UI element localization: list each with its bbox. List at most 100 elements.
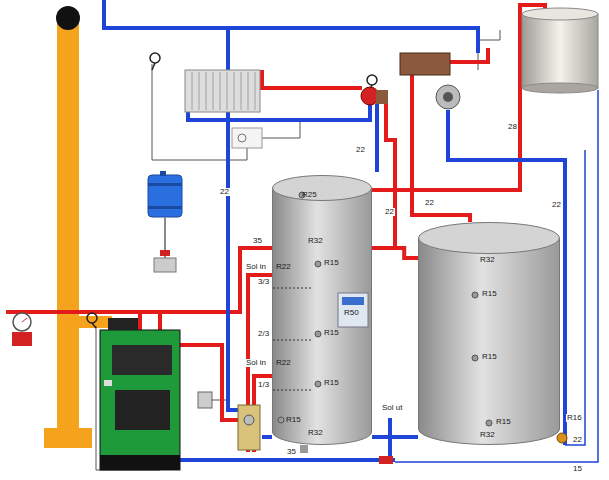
return-pipes — [180, 458, 395, 462]
supply-pipes — [6, 248, 272, 312]
room-thermostat — [232, 128, 262, 148]
storage-vessel — [522, 14, 598, 88]
valves — [557, 433, 567, 443]
sensor-label: R15 — [482, 353, 497, 361]
return-pipes — [262, 435, 272, 439]
loading-unit — [244, 415, 254, 425]
sensor-label: R50 — [344, 309, 359, 317]
boiler — [115, 390, 170, 430]
supply-pipes — [158, 312, 162, 330]
sensor-label: R32 — [480, 431, 495, 439]
pipe-label: 35 — [252, 237, 263, 245]
sensor-label: R15 — [482, 290, 497, 298]
expansion-vessel — [160, 250, 170, 256]
storage-tank: R25R32R22R15R50R15R22R15R15R32 — [272, 175, 372, 445]
sensor-socket — [315, 261, 321, 267]
storage-vessel — [522, 8, 598, 20]
sensor-label: R15 — [496, 418, 511, 426]
pipe-label: 3/3 — [257, 278, 270, 286]
sensor-socket — [486, 420, 492, 426]
loading-unit — [198, 392, 212, 408]
level-marker — [273, 390, 312, 391]
level-marker — [273, 340, 312, 341]
sensor-label: R15 — [286, 416, 301, 424]
level-marker — [273, 288, 312, 289]
sensor-label: R22 — [276, 263, 291, 271]
tank-top — [273, 176, 372, 201]
valves — [379, 456, 393, 464]
sensor-socket — [278, 417, 284, 423]
expansion-vessel — [148, 171, 182, 272]
sensor-label: R32 — [308, 429, 323, 437]
heat-exchanger — [443, 92, 453, 102]
radiator — [185, 70, 260, 112]
sensor-socket — [315, 381, 321, 387]
pipe-label: R16 — [566, 414, 583, 422]
tank-body — [273, 188, 371, 432]
boiler — [112, 345, 172, 375]
pipe-label: 22 — [572, 436, 583, 444]
heat-exchanger — [400, 53, 460, 109]
return-pipes — [104, 0, 478, 53]
expansion-vessel — [148, 175, 182, 217]
radiator — [192, 72, 255, 110]
expansion-vessel — [154, 258, 176, 272]
pressure-gauge — [12, 313, 32, 346]
pipe-label: Sol in — [245, 263, 267, 271]
pipe-connector — [372, 435, 418, 439]
room-thermostat — [232, 128, 262, 148]
sensor-socket — [472, 355, 478, 361]
thin-return-pipes — [395, 90, 598, 462]
sensor-socket — [315, 331, 321, 337]
heat-exchanger — [436, 85, 460, 109]
pipe-label: 22 — [384, 208, 395, 216]
expansion-vessel — [148, 183, 182, 186]
pipe-label: 35 — [286, 448, 297, 456]
chimney — [57, 18, 79, 433]
expansion-vessel — [160, 171, 166, 176]
sensor-label: R32 — [308, 237, 323, 245]
mixing-pump — [361, 87, 388, 105]
heat-exchanger — [400, 53, 450, 75]
valves — [300, 445, 308, 453]
pipe-label: 2/3 — [257, 330, 270, 338]
boiler — [100, 330, 180, 470]
thin-return-pipes — [565, 150, 585, 445]
sensor-label: R15 — [324, 259, 339, 267]
tank-body — [419, 238, 560, 429]
pipe-label: 1/3 — [257, 381, 270, 389]
sensor-symbols — [152, 63, 155, 70]
sensor-symbols — [367, 75, 377, 85]
storage-tank: R32R15R15R15R32 — [418, 222, 560, 445]
pipe-label: 22 — [551, 201, 562, 209]
expansion-vessel — [148, 206, 182, 209]
controller — [338, 293, 368, 327]
sensor-wires — [210, 400, 228, 401]
boiler — [104, 380, 112, 386]
thin-return-pipes — [395, 90, 598, 462]
supply-pipes — [412, 75, 470, 222]
sensor-symbols — [92, 323, 96, 328]
pipe-connector — [372, 248, 418, 258]
room-thermostat — [238, 134, 246, 142]
pipe-label: 22 — [219, 188, 230, 196]
pressure-gauge — [12, 332, 32, 346]
tank-body — [273, 188, 372, 432]
sensor-symbols — [87, 313, 97, 323]
tank-top — [419, 223, 560, 254]
sensor-label: R25 — [302, 191, 317, 199]
pressure-gauge — [13, 313, 31, 331]
pipe-label: Sol ut — [381, 404, 403, 412]
radiator — [185, 70, 260, 112]
sensor-label: R15 — [324, 329, 339, 337]
loading-unit — [238, 405, 260, 450]
chimney — [56, 6, 80, 30]
tank-body — [419, 238, 559, 429]
sensor-symbols — [150, 53, 160, 63]
pipe-label: 22 — [355, 146, 366, 154]
supply-pipes — [450, 48, 488, 62]
storage-vessel — [522, 8, 598, 93]
sensor-socket — [472, 292, 478, 298]
mixing-pump — [376, 90, 388, 104]
